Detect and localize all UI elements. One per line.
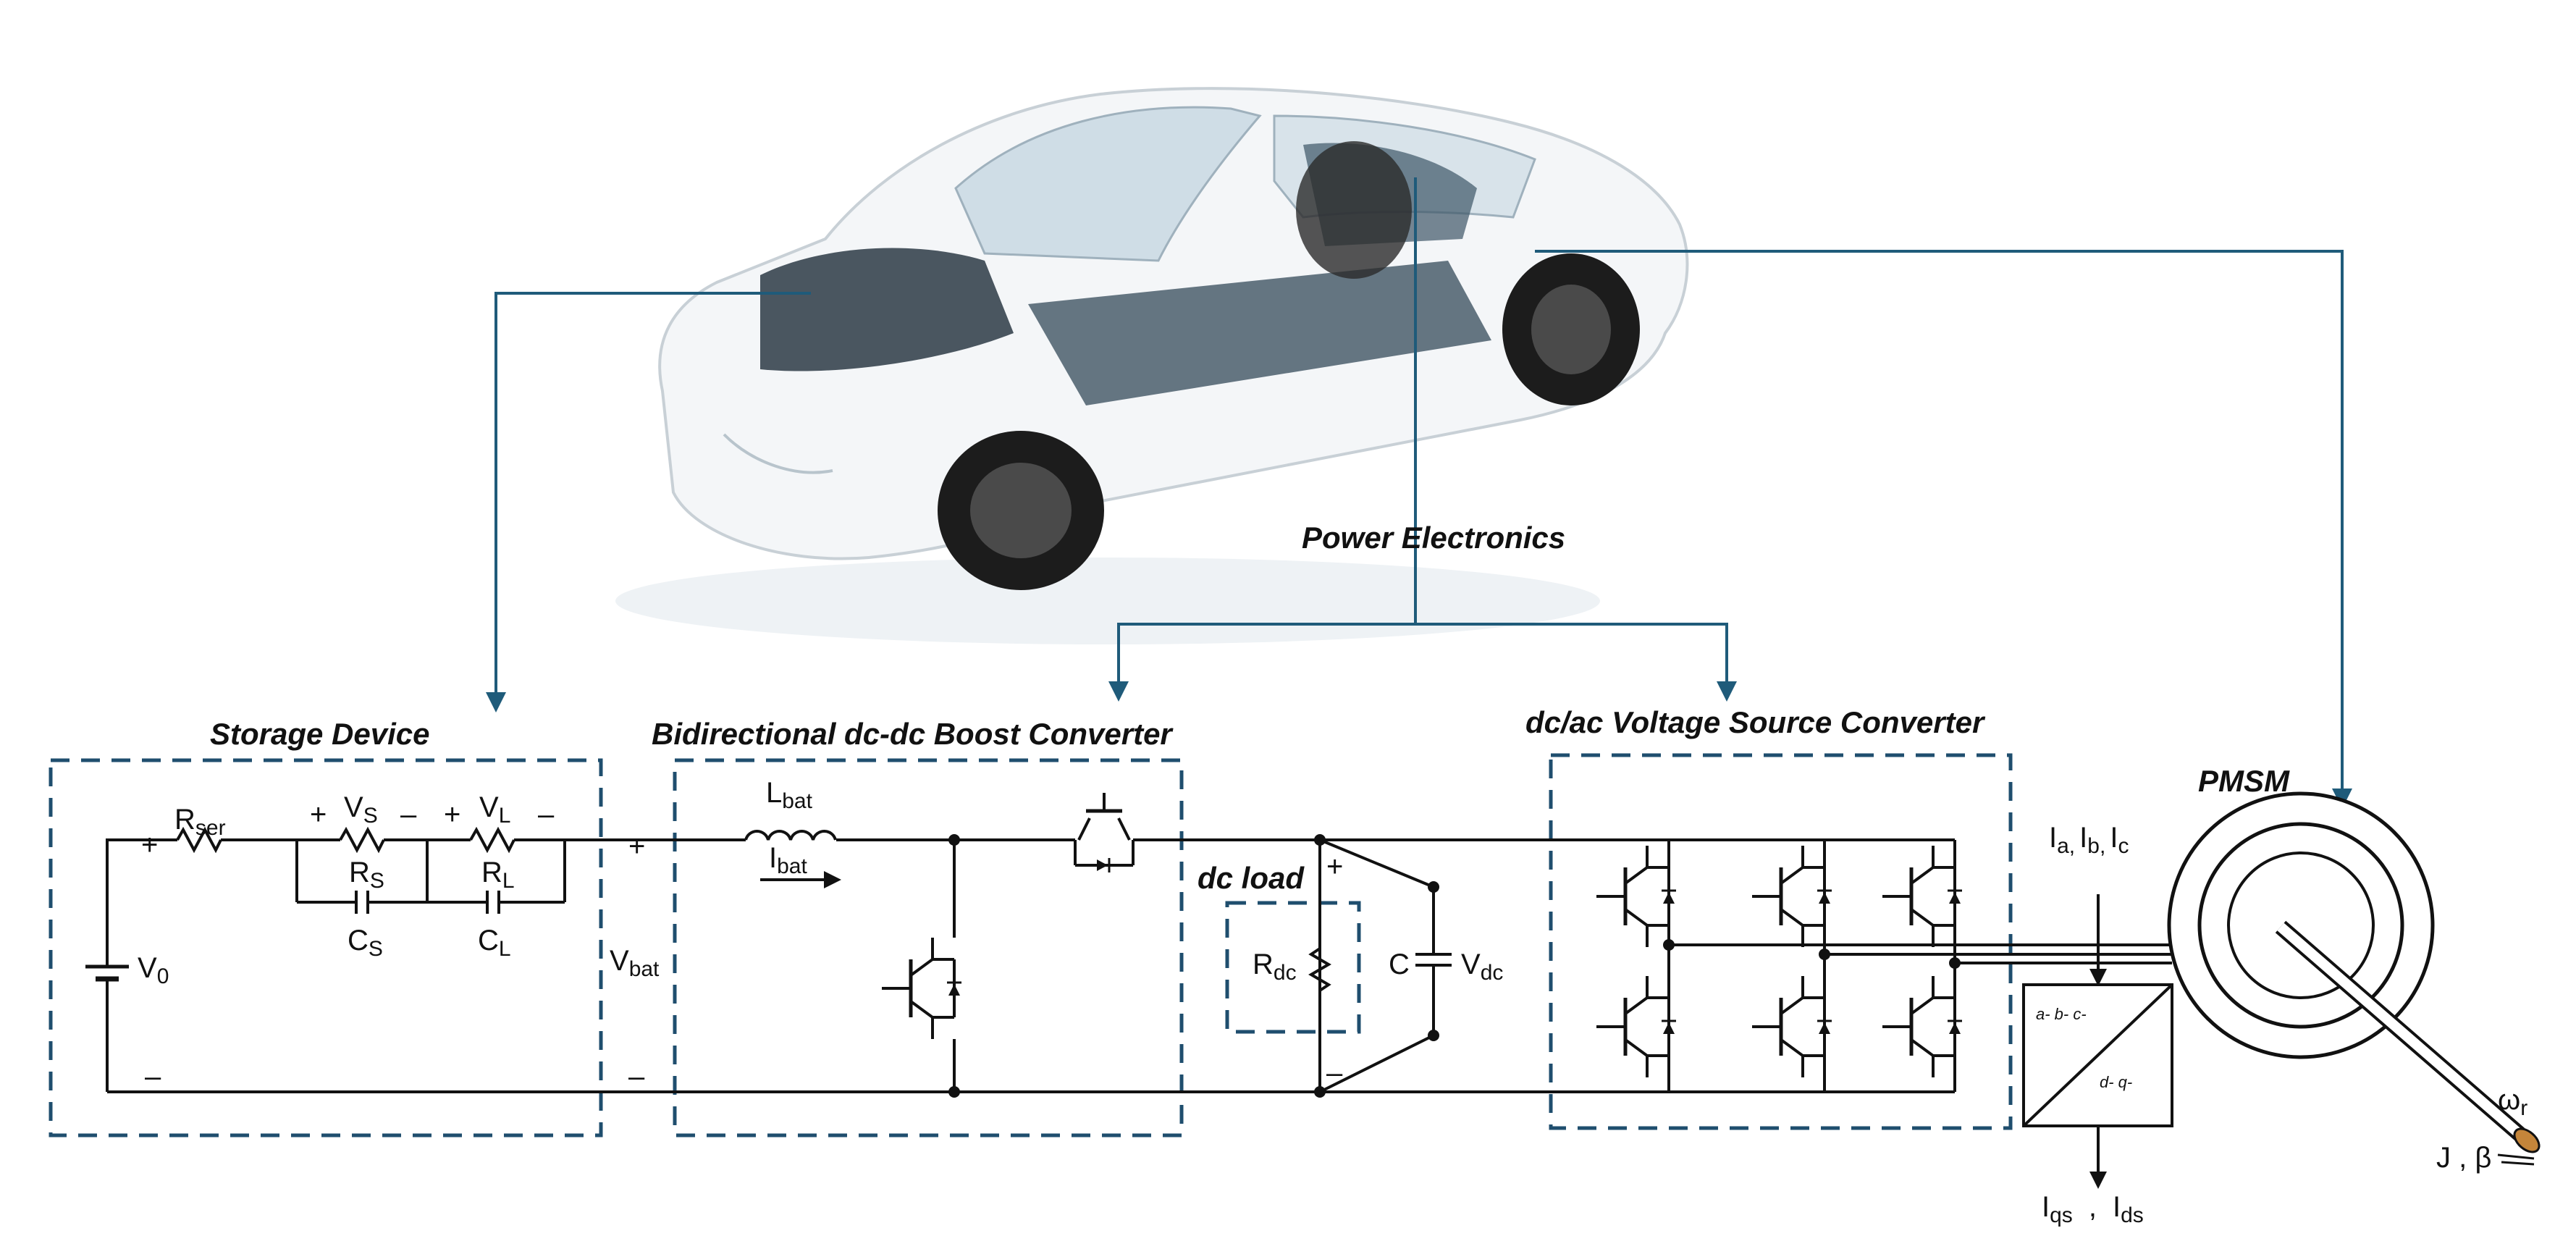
vbat-plus: + bbox=[628, 830, 645, 862]
omega-label: ωr bbox=[2498, 1084, 2527, 1120]
vs-plus: + bbox=[310, 799, 327, 830]
iabc-label: Ia,Ib,Ic bbox=[2049, 822, 2129, 858]
cl-label: CL bbox=[478, 925, 511, 961]
cs-label: CS bbox=[348, 925, 383, 961]
arrow-to-vsc bbox=[1415, 623, 1737, 702]
vsc-circuit bbox=[1596, 840, 2172, 1093]
connection-arrows bbox=[486, 177, 2352, 809]
lbat-label: Lbat bbox=[766, 777, 813, 813]
c-label: C bbox=[1389, 949, 1410, 980]
storage-device-box bbox=[49, 758, 603, 1137]
vdc-label: Vdc bbox=[1461, 949, 1503, 985]
v0-minus: – bbox=[145, 1061, 161, 1093]
boost-converter-box bbox=[673, 758, 1184, 1137]
dq-label: d- q- bbox=[2100, 1073, 2132, 1091]
abc-dq-transform: a- b- c- d- q- bbox=[2022, 894, 2173, 1189]
component-labels: Rser + VS – + VL – RS RL CS CL + V0 – + … bbox=[138, 777, 2527, 1227]
vdc-plus: + bbox=[1326, 851, 1343, 883]
power-electronics-title: Power Electronics bbox=[1302, 521, 1565, 555]
vdc-minus: – bbox=[1326, 1057, 1343, 1089]
pmsm-title: PMSM bbox=[2198, 764, 2290, 798]
storage-device-title: Storage Device bbox=[210, 717, 429, 751]
v0-plus: + bbox=[141, 829, 158, 861]
vl-plus: + bbox=[444, 799, 460, 830]
storage-circuit bbox=[85, 826, 566, 1092]
j-beta-label: J , β bbox=[2436, 1142, 2491, 1174]
arrow-to-pmsm bbox=[1535, 250, 2352, 809]
vl-minus: – bbox=[538, 799, 555, 830]
vl-label: VL bbox=[479, 791, 510, 828]
rdc-label: Rdc bbox=[1253, 949, 1297, 985]
car-illustration bbox=[615, 87, 1689, 644]
rs-label: RS bbox=[349, 857, 384, 893]
abc-label: a- b- c- bbox=[2036, 1005, 2087, 1023]
vbat-label: Vbat bbox=[610, 945, 660, 981]
rl-label: RL bbox=[481, 857, 515, 893]
boost-circuit bbox=[744, 793, 1135, 1098]
v0-label: V0 bbox=[138, 952, 169, 988]
vbat-minus: – bbox=[628, 1061, 645, 1093]
dc-load-box bbox=[1225, 901, 1361, 1034]
vsc-title: dc/ac Voltage Source Converter bbox=[1525, 705, 1986, 739]
rser-label: Rser bbox=[174, 804, 226, 840]
vsc-box bbox=[1549, 753, 2013, 1130]
arrow-to-storage bbox=[486, 292, 811, 712]
iqs-ids-label: Iqs,Ids bbox=[2042, 1191, 2144, 1227]
ibat-label: Ibat bbox=[769, 842, 807, 878]
dc-load-title: dc load bbox=[1197, 861, 1305, 895]
boost-converter-title: Bidirectional dc-dc Boost Converter bbox=[652, 717, 1174, 751]
vs-minus: – bbox=[400, 799, 417, 830]
arrow-to-boost bbox=[1108, 623, 1415, 702]
vs-label: VS bbox=[344, 791, 378, 828]
pmsm-machine bbox=[2167, 791, 2541, 1166]
dc-link-circuit bbox=[1308, 834, 1452, 1098]
